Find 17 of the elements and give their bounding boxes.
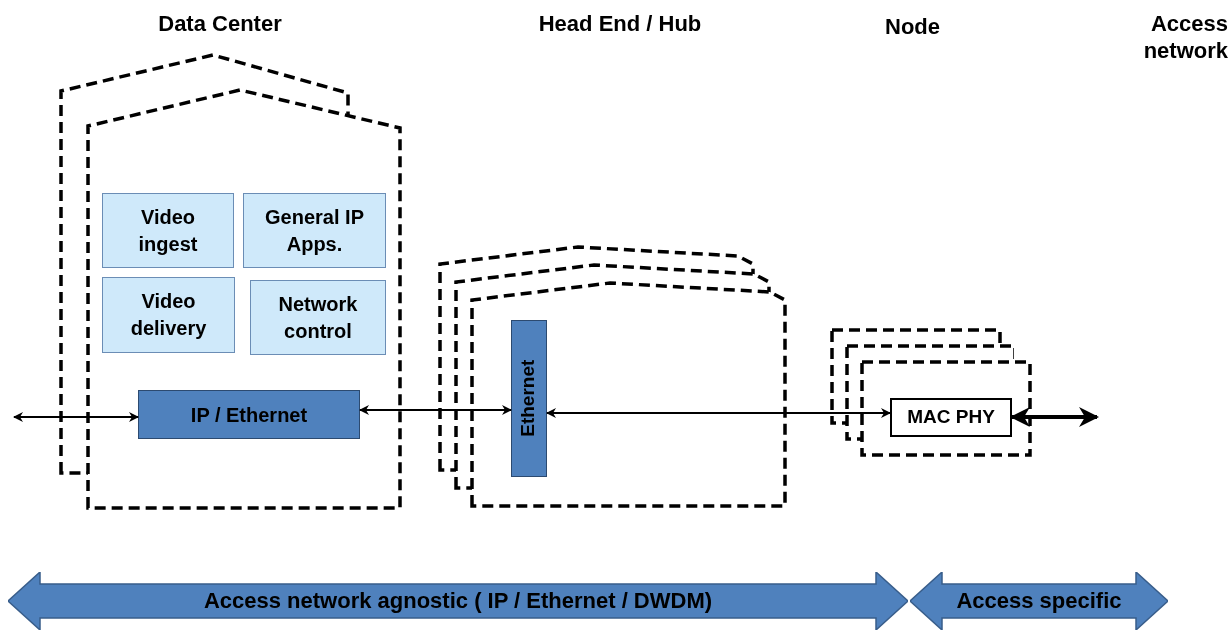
double-arrow [359,405,512,415]
arrow-label: Access specific [955,588,1123,614]
double-arrow [1010,407,1099,427]
process-box: Network control [250,280,386,355]
process-box: MAC PHY [890,398,1012,437]
process-box: General IP Apps. [243,193,386,268]
process-box: Video ingest [102,193,234,268]
section-heading: Access network [1142,10,1228,64]
ethernet-bar: Ethernet [511,320,547,477]
double-arrow [546,408,891,418]
section-heading: Node [884,13,941,40]
process-box: Video delivery [102,277,235,353]
arrow-label: Access network agnostic ( IP / Ethernet / DWDM) [202,588,714,614]
process-box: IP / Ethernet [138,390,360,439]
section-heading: Head End / Hub [537,10,703,37]
section-heading: Data Center [157,10,283,37]
double-arrow [13,412,139,422]
